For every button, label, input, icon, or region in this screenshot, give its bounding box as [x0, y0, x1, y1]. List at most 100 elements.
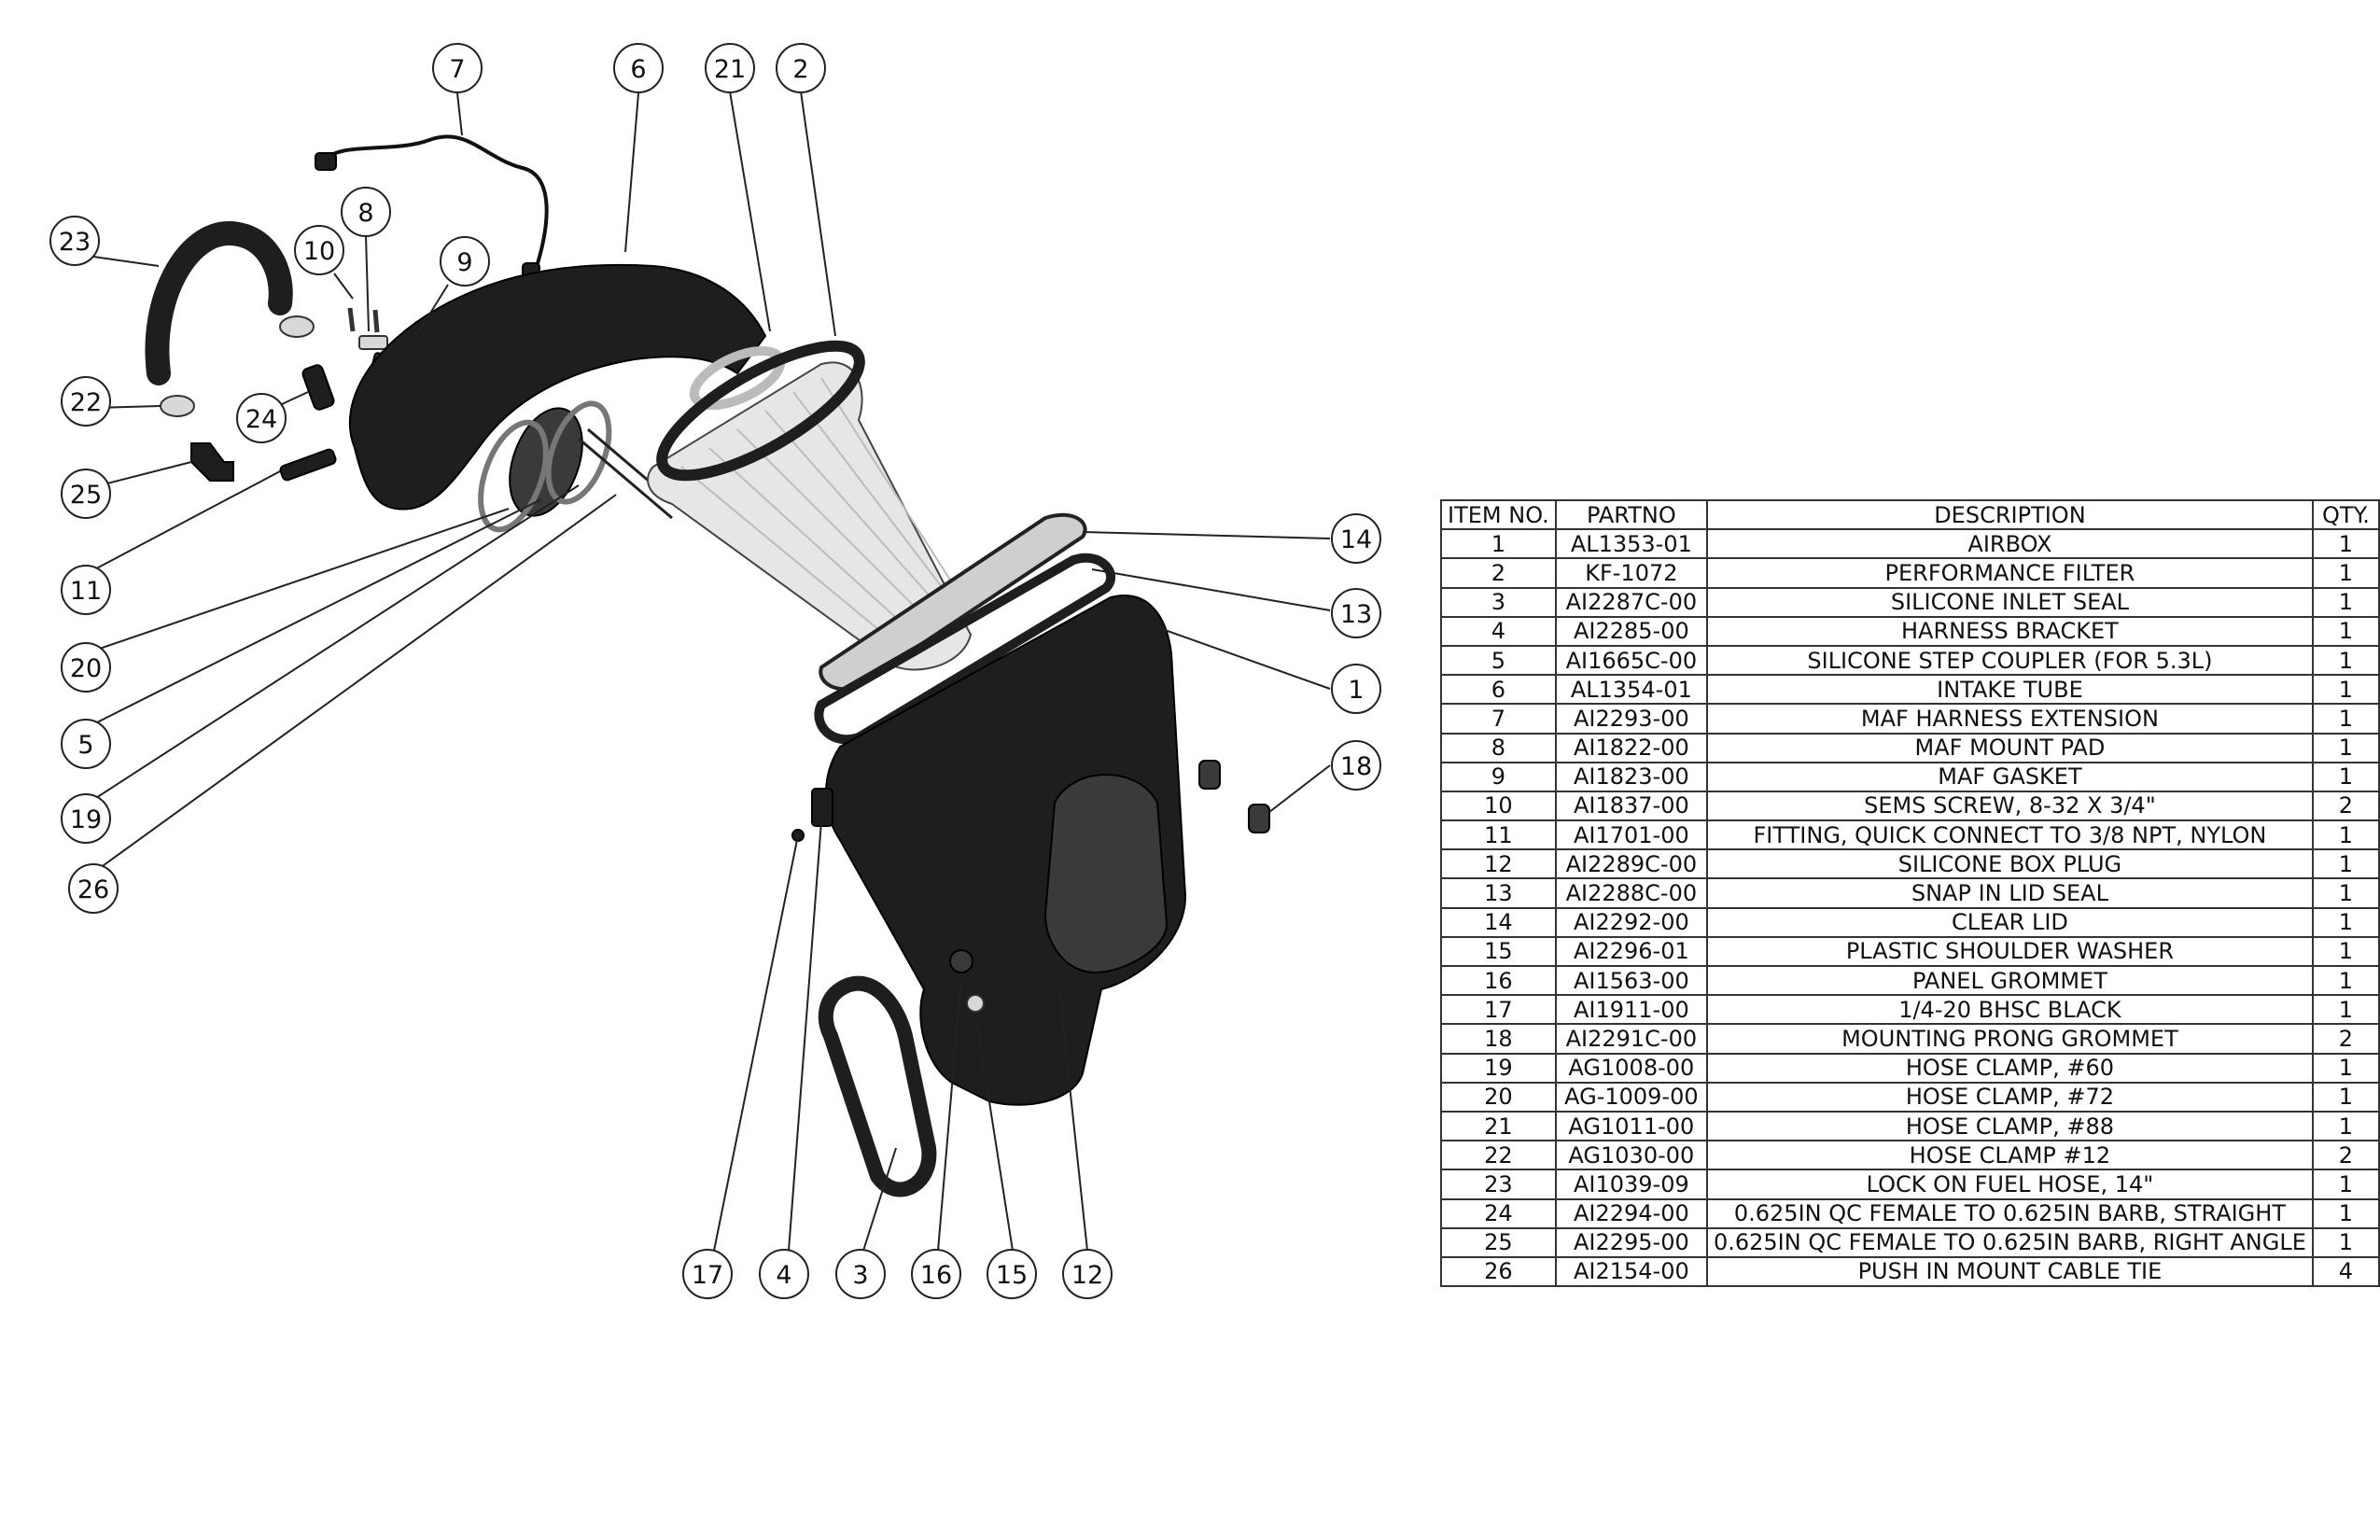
cell-qty: 1	[2311, 528, 2380, 560]
cell-qty: 1	[2311, 964, 2380, 997]
cell-qty: 1	[2311, 586, 2380, 618]
cell-partno: AI2288C-00	[1554, 877, 1708, 909]
cell-description: MAF HARNESS EXTENSION	[1705, 703, 2314, 735]
item-balloon: 1	[1331, 664, 1381, 714]
item-balloon: 5	[61, 719, 111, 769]
cell-qty: 1	[2311, 615, 2380, 647]
cell-description: HOSE CLAMP, #72	[1705, 1081, 2314, 1113]
cell-partno: AI2289C-00	[1554, 848, 1708, 880]
cell-partno: AI1837-00	[1554, 790, 1708, 822]
panel-grommet	[949, 949, 973, 973]
cell-partno: AI1563-00	[1554, 964, 1708, 997]
cell-item-no: 26	[1440, 1255, 1557, 1288]
cell-qty: 1	[2311, 906, 2380, 938]
svg-text:12: 12	[1071, 1261, 1103, 1290]
item-balloon: 7	[432, 43, 483, 93]
cell-qty: 1	[2311, 674, 2380, 706]
hose-clamp-72	[478, 419, 549, 533]
cell-item-no: 1	[1440, 528, 1557, 560]
cell-partno: AI2285-00	[1554, 615, 1708, 647]
exploded-assembly-diagram: 7 6 21 2 23 10 8 9 22 24 25 11 20 5 19 2…	[49, 43, 1381, 1299]
svg-text:14: 14	[1340, 525, 1372, 554]
item-balloon: 8	[341, 187, 391, 237]
cell-item-no: 4	[1440, 615, 1557, 647]
cell-description: 0.625IN QC FEMALE TO 0.625IN BARB, RIGHT…	[1705, 1226, 2314, 1258]
cell-partno: AL1353-01	[1554, 528, 1708, 560]
cell-partno: AI1701-00	[1554, 819, 1708, 851]
cell-description: PUSH IN MOUNT CABLE TIE	[1705, 1255, 2314, 1288]
cell-qty: 1	[2311, 848, 2380, 880]
item-balloon: 4	[759, 1249, 809, 1299]
cell-partno: KF-1072	[1554, 557, 1708, 589]
cell-partno: AI1823-00	[1554, 761, 1708, 792]
airbox	[825, 595, 1187, 1106]
push-in-cable-tie	[578, 437, 673, 520]
harness-connector	[315, 152, 337, 171]
hose-clamp-60	[545, 400, 612, 505]
cell-qty: 1	[2311, 819, 2380, 851]
cell-description: SILICONE BOX PLUG	[1705, 848, 2314, 880]
cell-item-no: 8	[1440, 732, 1557, 763]
airbox-panel	[1043, 774, 1169, 973]
cell-qty: 2	[2311, 790, 2380, 822]
svg-text:5: 5	[77, 731, 93, 760]
mounting-prong-grommet	[1198, 760, 1221, 790]
leader-lines	[85, 91, 1331, 1252]
cell-item-no: 2	[1440, 557, 1557, 589]
item-balloon: 10	[294, 225, 344, 275]
svg-text:20: 20	[70, 654, 102, 683]
cell-item-no: 5	[1440, 644, 1557, 677]
item-balloon: 14	[1331, 513, 1381, 564]
cell-partno: AI2294-00	[1554, 1197, 1708, 1229]
item-balloon: 25	[61, 469, 111, 519]
cell-partno: AI1665C-00	[1554, 644, 1708, 677]
svg-text:16: 16	[920, 1261, 952, 1290]
item-balloon: 19	[61, 793, 111, 844]
cell-qty: 1	[2311, 877, 2380, 909]
cell-qty: 4	[2311, 1255, 2380, 1288]
svg-text:23: 23	[59, 228, 91, 257]
svg-text:4: 4	[776, 1261, 791, 1290]
item-balloon: 20	[61, 642, 111, 693]
svg-text:18: 18	[1340, 752, 1372, 781]
mounting-prong-grommet	[1248, 804, 1270, 833]
column-header-qty: QTY.	[2311, 498, 2380, 531]
cell-partno: AI2154-00	[1554, 1255, 1708, 1288]
harness-bracket	[811, 788, 833, 827]
svg-text:3: 3	[852, 1261, 868, 1290]
cell-description: SNAP IN LID SEAL	[1705, 877, 2314, 909]
cell-item-no: 17	[1440, 994, 1557, 1026]
column-header-item-no: ITEM NO.	[1440, 498, 1557, 531]
cell-qty: 1	[2311, 703, 2380, 735]
svg-text:25: 25	[70, 481, 102, 510]
cell-qty: 1	[2311, 1110, 2380, 1142]
cell-description: SILICONE INLET SEAL	[1705, 586, 2314, 618]
cell-qty: 1	[2311, 1197, 2380, 1229]
cell-description: HOSE CLAMP, #60	[1705, 1052, 2314, 1084]
plastic-shoulder-washer	[966, 994, 985, 1013]
intake-tube	[348, 263, 767, 511]
cell-description: AIRBOX	[1705, 528, 2314, 560]
svg-text:11: 11	[70, 577, 102, 606]
sems-screw	[372, 309, 380, 333]
quick-connect-fitting	[279, 448, 337, 482]
cell-item-no: 21	[1440, 1110, 1557, 1142]
svg-text:8: 8	[357, 199, 373, 228]
cell-qty: 1	[2311, 644, 2380, 677]
cell-description: PERFORMANCE FILTER	[1705, 557, 2314, 589]
cell-item-no: 20	[1440, 1081, 1557, 1113]
cell-item-no: 15	[1440, 935, 1557, 968]
